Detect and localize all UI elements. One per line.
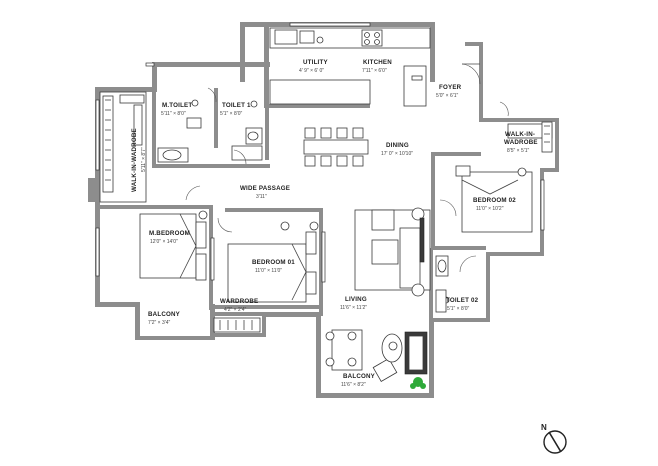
walk-in-right-label-1: WALK-IN-	[505, 131, 535, 138]
m-toilet-dim: 5'11" × 8'0"	[161, 111, 186, 117]
walk-in-right-dim: 8'5" × 5'1"	[507, 148, 530, 154]
compass-needle-icon	[548, 431, 562, 453]
bedroom-02-label: BEDROOM 02	[473, 197, 516, 204]
utility-label: UTILITY	[303, 59, 328, 66]
walk-in-right-label-2: WADROBE	[504, 139, 538, 146]
wardrobe-racks	[99, 91, 553, 333]
doors	[185, 63, 509, 273]
windows	[95, 22, 545, 283]
room-labels: UTILITY 4' 9" × 6' 0" KITCHEN 7'11" × 6'…	[131, 59, 538, 388]
toilet-1-dim: 5'1" × 8'0"	[220, 111, 243, 117]
balcony-small-label: BALCONY	[148, 311, 181, 318]
bedroom-furniture	[139, 165, 533, 303]
toilet-02-label: TOILET 02	[446, 297, 479, 304]
compass-label: N	[541, 423, 547, 432]
plant	[410, 377, 426, 389]
m-bedroom-dim: 12'0" × 14'0"	[150, 239, 178, 245]
wardrobe-label: WARDROBE	[220, 298, 258, 305]
compass-ring	[543, 430, 567, 454]
balcony-large-label: BALCONY	[343, 373, 376, 380]
balcony-small-dim: 7'2" × 3'4"	[148, 320, 171, 326]
foyer-dim: 5'0" × 6'1"	[436, 93, 459, 99]
walk-in-left-dim: 5'11" × 8'7"	[141, 147, 147, 172]
dining-dim: 17' 0" × 10'10"	[381, 151, 413, 157]
toilet-fixtures	[157, 99, 263, 163]
living-label: LIVING	[345, 296, 367, 303]
m-toilet-label: M.TOILET	[162, 102, 192, 109]
living-dim: 11'6" × 11'2"	[340, 305, 367, 311]
walk-in-left-label: WALK-IN-WADROBE	[131, 128, 138, 192]
bedroom-02-dim: 11'0" × 10'2"	[476, 206, 504, 212]
kitchen-dim: 7'11" × 6'0"	[362, 68, 387, 74]
kitchen-fixtures	[269, 27, 431, 107]
toilet-1-label: TOILET 1	[222, 102, 251, 109]
toilet02-fixtures	[435, 255, 450, 313]
wide-passage-dim: 3'11"	[256, 194, 267, 200]
dining-set	[303, 127, 369, 167]
kitchen-label: KITCHEN	[363, 59, 392, 66]
compass: N	[541, 423, 567, 454]
dining-label: DINING	[386, 142, 409, 149]
living-set	[354, 207, 431, 297]
m-bedroom-label: M.BEDROOM	[149, 230, 190, 237]
bedroom-01-dim: 11'0" × 11'0"	[255, 268, 282, 274]
wide-passage-label: WIDE PASSAGE	[240, 185, 290, 192]
bedroom-01-label: BEDROOM 01	[252, 259, 295, 266]
toilet-02-dim: 5'1" × 8'0"	[447, 306, 470, 312]
utility-dim: 4' 9" × 6' 0"	[299, 68, 324, 74]
balcony-furniture	[325, 329, 428, 382]
balcony-large-dim: 11'6" × 8'2"	[341, 382, 366, 388]
wardrobe-dim: 4'2" × 2'4"	[224, 307, 247, 313]
foyer-label: FOYER	[439, 84, 462, 91]
